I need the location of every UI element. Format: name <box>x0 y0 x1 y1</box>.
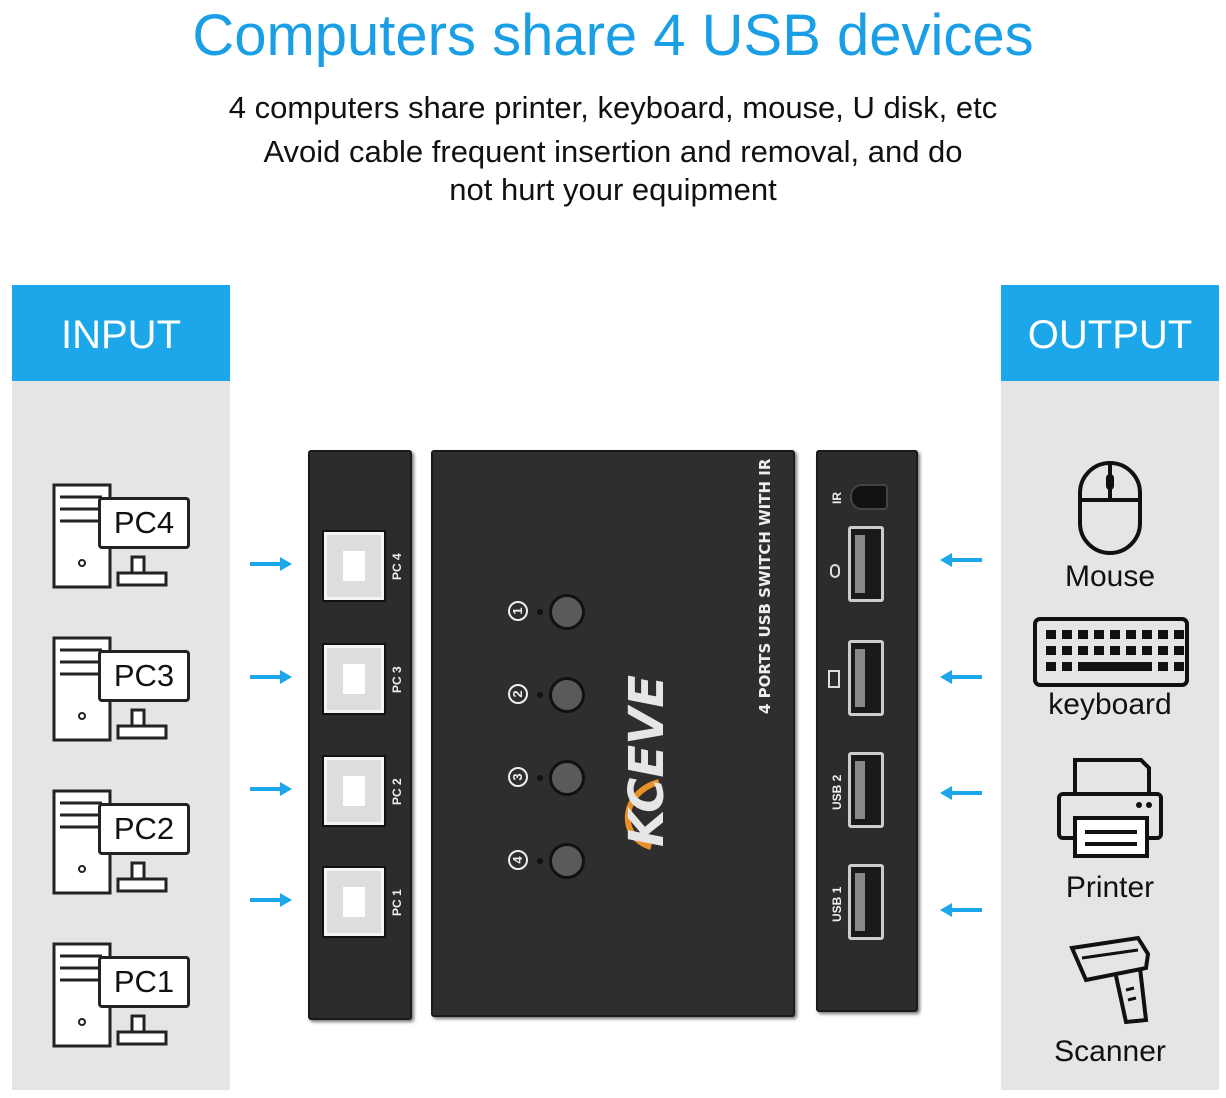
port-label: PC 3 <box>390 666 404 693</box>
pc-label: PC2 <box>98 803 190 855</box>
port-label: PC 4 <box>390 553 404 580</box>
input-panel: INPUT <box>12 285 230 1090</box>
subtitle-line-1: 4 computers share printer, keyboard, mou… <box>228 90 998 125</box>
pc-label: PC3 <box>98 650 190 702</box>
output-label-scanner: Scanner <box>1054 1035 1166 1068</box>
svg-text:KCEVE: KCEVE <box>619 675 675 847</box>
arrow-right-icon <box>250 670 292 684</box>
led-indicator <box>537 858 543 864</box>
model-text: 4 PORTS USB SWITCH WITH IR <box>756 458 774 714</box>
pc-label: PC1 <box>98 956 190 1008</box>
switch-button-2[interactable] <box>549 677 585 713</box>
usb-a-port <box>848 640 884 716</box>
usb-a-port <box>848 526 884 602</box>
output-header: OUTPUT <box>1001 285 1219 381</box>
usb-b-port <box>322 643 386 715</box>
printer-icon <box>1057 758 1163 858</box>
output-label-printer: Printer <box>1065 871 1155 904</box>
output-ports-side: IR USB 2 USB 1 <box>816 450 918 1012</box>
led-indicator <box>537 775 543 781</box>
arrow-right-icon <box>250 557 292 571</box>
mouse-icon <box>1078 461 1142 555</box>
page-title: Computers share 4 USB devices <box>192 3 1034 68</box>
switch-top: 4 PORTS USB SWITCH WITH IR KCEVE 1 2 3 4 <box>431 450 795 1017</box>
usb-a-port <box>848 864 884 940</box>
usb-b-port <box>322 866 386 938</box>
arrow-left-icon <box>940 786 982 800</box>
button-number: 1 <box>508 601 528 621</box>
pc-icon-1: PC1 <box>52 942 192 1048</box>
usb-b-port <box>322 530 386 602</box>
mouse-port-icon <box>830 564 840 578</box>
brand-logo: KCEVE <box>619 675 675 850</box>
arrow-left-icon <box>940 903 982 917</box>
usb-a-port <box>848 752 884 828</box>
led-indicator <box>537 609 543 615</box>
button-number: 3 <box>508 767 528 787</box>
output-label-mouse: Mouse <box>1064 560 1156 593</box>
arrow-right-icon <box>250 782 292 796</box>
ir-receiver <box>850 484 888 510</box>
port-label: USB 2 <box>830 774 844 810</box>
input-header: INPUT <box>12 285 230 381</box>
port-label: PC 1 <box>390 889 404 916</box>
pc-icon-4: PC4 <box>52 483 192 589</box>
keyboard-icon <box>1033 617 1189 687</box>
pc-icon-2: PC2 <box>52 789 192 895</box>
switch-button-3[interactable] <box>549 760 585 796</box>
arrow-left-icon <box>940 670 982 684</box>
arrow-left-icon <box>940 553 982 567</box>
port-label: USB 1 <box>830 886 844 922</box>
subtitle-line-2: Avoid cable frequent insertion and remov… <box>263 134 963 169</box>
keyboard-port-icon <box>828 670 840 688</box>
button-number: 4 <box>508 850 528 870</box>
arrow-right-icon <box>250 893 292 907</box>
led-indicator <box>537 692 543 698</box>
switch-button-1[interactable] <box>549 594 585 630</box>
output-panel: OUTPUT <box>1001 285 1219 1090</box>
ir-label: IR <box>830 492 844 504</box>
port-label: PC 2 <box>390 778 404 805</box>
pc-label: PC4 <box>98 497 190 549</box>
scanner-icon <box>1069 935 1151 1025</box>
button-number: 2 <box>508 684 528 704</box>
switch-button-4[interactable] <box>549 843 585 879</box>
input-ports-side: PC 4 PC 3 PC 2 PC 1 <box>308 450 412 1020</box>
subtitle-line-3: not hurt your equipment <box>449 172 777 207</box>
output-label-keyboard: keyboard <box>1048 688 1172 721</box>
pc-icon-3: PC3 <box>52 636 192 742</box>
usb-b-port <box>322 755 386 827</box>
